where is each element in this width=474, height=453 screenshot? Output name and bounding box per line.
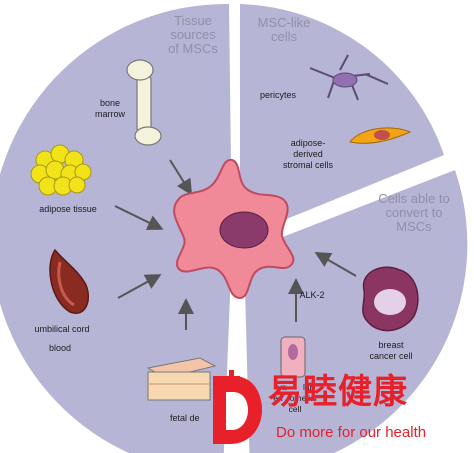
label-breast-cancer-cell: breast cancer cell xyxy=(369,340,413,361)
sector-tissue-sources xyxy=(0,3,232,453)
label-umbilical-cord: umbilical cord xyxy=(34,324,90,334)
watermark-english-text: Do more for our health xyxy=(276,424,427,441)
label-vascular-endothelial-cell: va lar en othelial cell xyxy=(273,382,317,414)
watermark-chinese-text: 易睦健康 xyxy=(268,372,408,412)
breast-cancer-cell-illustration xyxy=(362,266,419,332)
logo-mark xyxy=(213,370,262,444)
label-adipose-stromal-cells: adipose- derived stromal cells xyxy=(282,138,333,170)
umbilical-cord-illustration xyxy=(49,248,90,314)
section-title-msc-like: MSC-like cells xyxy=(257,15,311,44)
vascular-endothelial-cell-illustration xyxy=(280,336,306,378)
label-fetal-dermis: fetal de xyxy=(170,413,200,423)
pericyte-illustration xyxy=(309,54,389,101)
sector-msc-like xyxy=(240,4,444,238)
section-title-convert: Cells able to convert to MSCs xyxy=(378,191,450,234)
label-adipose-tissue: adipose tissue xyxy=(39,204,97,214)
central-msc-cell xyxy=(173,158,295,300)
fetal-dermis-illustration xyxy=(146,357,217,401)
label-alk2: ALK-2 xyxy=(299,290,325,300)
stromal-cell-illustration xyxy=(349,127,412,144)
bone-illustration xyxy=(126,59,162,146)
adipose-tissue-illustration xyxy=(30,144,92,196)
label-bone-marrow: bone marrow xyxy=(94,98,125,119)
sector-convert xyxy=(244,170,468,453)
label-blood: blood xyxy=(48,343,72,353)
section-title-tissue-sources: Tissue sources of MSCs xyxy=(168,13,218,56)
arrows xyxy=(114,159,357,330)
label-pericytes: pericytes xyxy=(259,90,296,100)
